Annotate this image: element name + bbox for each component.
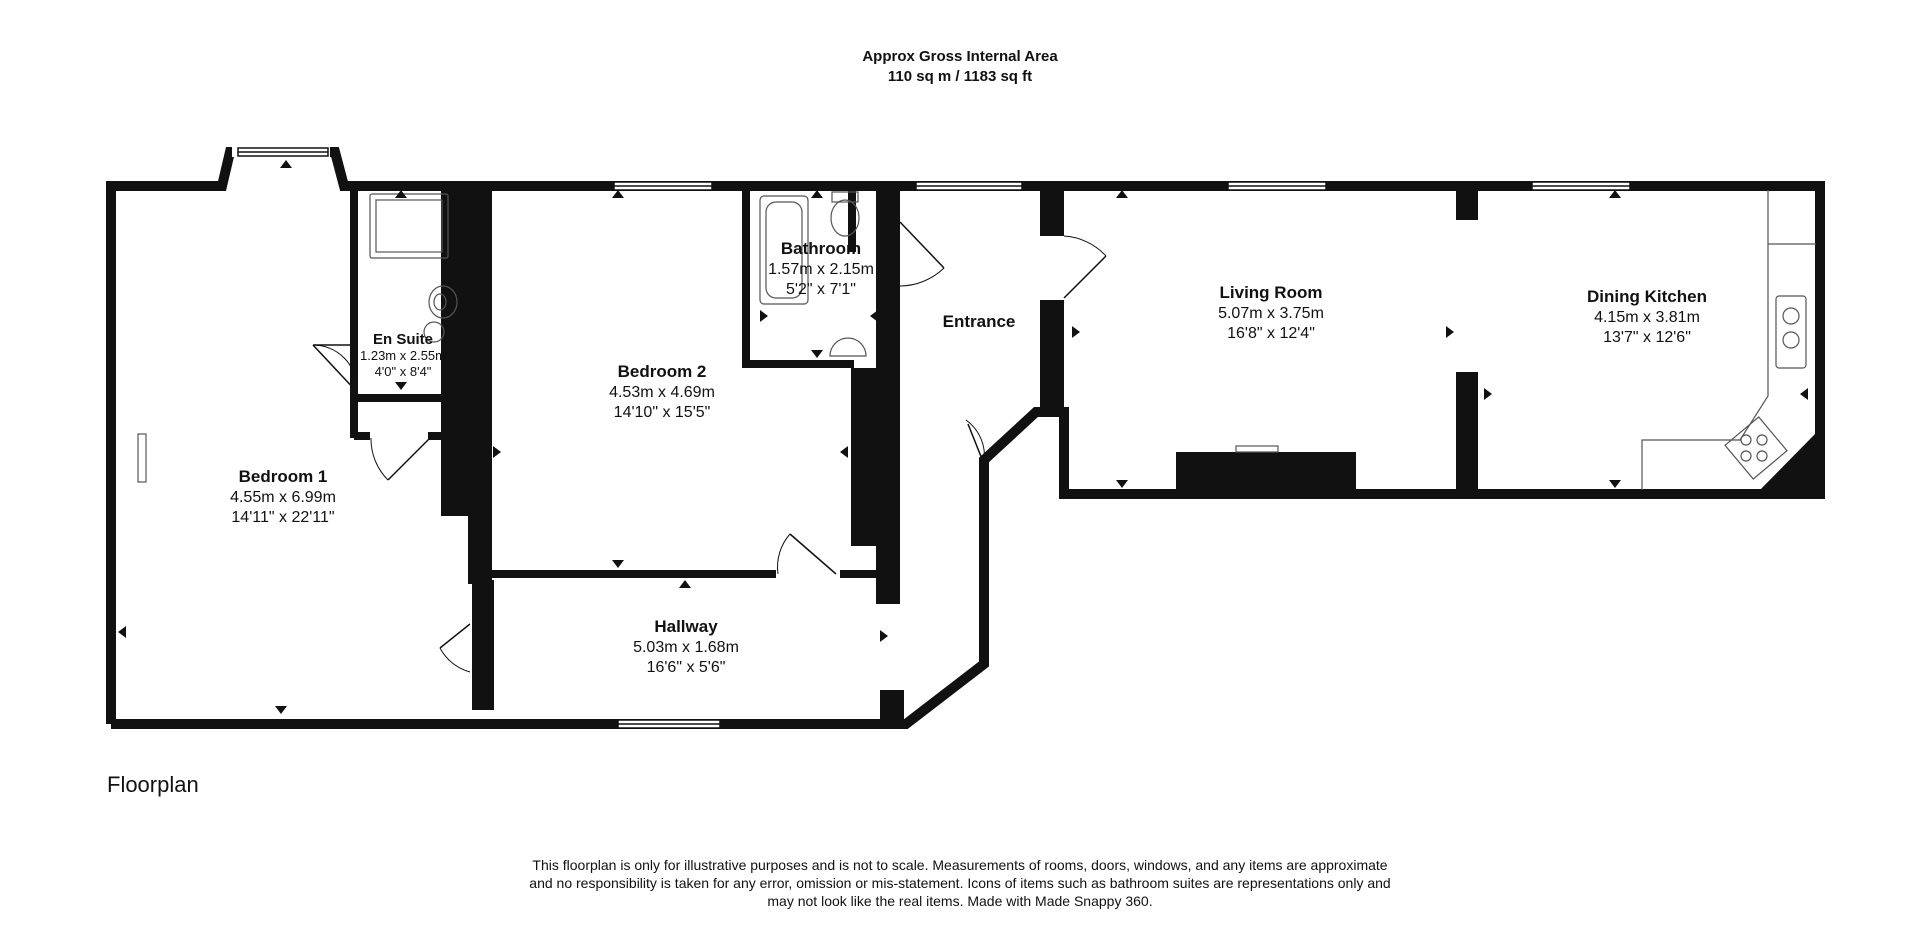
area-title: Approx Gross Internal Area bbox=[862, 48, 1058, 65]
living-imperial: 16'8" x 12'4" bbox=[1227, 325, 1315, 342]
room-kitchen: Dining Kitchen 4.15m x 3.81m 13'7" x 12'… bbox=[1587, 287, 1707, 346]
fixtures bbox=[137, 190, 1816, 490]
dimension-arrows bbox=[118, 160, 1808, 714]
room-bathroom: Bathroom 1.57m x 2.15m 5'2" x 7'1" bbox=[768, 239, 874, 298]
area-value: 110 sq m / 1183 sq ft bbox=[887, 68, 1033, 85]
room-bedroom1: Bedroom 1 4.55m x 6.99m 14'11" x 22'11" bbox=[230, 467, 336, 526]
room-entrance: Entrance bbox=[943, 312, 1016, 331]
wall-blocks bbox=[441, 186, 1815, 720]
ensuite-name: En Suite bbox=[373, 331, 433, 348]
internal-walls bbox=[350, 186, 880, 578]
ensuite-metric: 1.23m x 2.55m bbox=[360, 348, 446, 363]
bedroom2-imperial: 14'10" x 15'5" bbox=[614, 404, 711, 421]
bedroom1-name: Bedroom 1 bbox=[239, 467, 328, 486]
entrance-name: Entrance bbox=[943, 312, 1016, 331]
hallway-metric: 5.03m x 1.68m bbox=[633, 639, 739, 656]
hallway-name: Hallway bbox=[654, 617, 718, 636]
kitchen-name: Dining Kitchen bbox=[1587, 287, 1707, 306]
bathroom-metric: 1.57m x 2.15m bbox=[768, 261, 874, 278]
living-metric: 5.07m x 3.75m bbox=[1218, 305, 1324, 322]
outer-walls bbox=[106, 147, 1825, 729]
bathroom-name: Bathroom bbox=[781, 239, 861, 258]
plan-title: Floorplan bbox=[107, 772, 199, 797]
windows bbox=[237, 147, 1631, 729]
ensuite-imperial: 4'0" x 8'4" bbox=[375, 364, 432, 379]
room-living: Living Room 5.07m x 3.75m 16'8" x 12'4" bbox=[1218, 283, 1324, 342]
bedroom2-name: Bedroom 2 bbox=[618, 362, 707, 381]
room-ensuite: En Suite 1.23m x 2.55m 4'0" x 8'4" bbox=[360, 331, 446, 379]
room-hallway: Hallway 5.03m x 1.68m 16'6" x 5'6" bbox=[633, 617, 739, 676]
living-name: Living Room bbox=[1220, 283, 1323, 302]
disclaimer-line-1: This floorplan is only for illustrative … bbox=[532, 857, 1388, 873]
room-bedroom2: Bedroom 2 4.53m x 4.69m 14'10" x 15'5" bbox=[609, 362, 715, 421]
bedroom1-imperial: 14'11" x 22'11" bbox=[231, 509, 334, 526]
doors bbox=[312, 221, 1107, 673]
disclaimer-line-3: may not look like the real items. Made w… bbox=[767, 893, 1153, 909]
bedroom1-metric: 4.55m x 6.99m bbox=[230, 489, 336, 506]
hallway-imperial: 16'6" x 5'6" bbox=[647, 659, 726, 676]
bathroom-imperial: 5'2" x 7'1" bbox=[786, 281, 856, 298]
disclaimer-line-2: and no responsibility is taken for any e… bbox=[529, 875, 1391, 891]
bedroom2-metric: 4.53m x 4.69m bbox=[609, 384, 715, 401]
kitchen-imperial: 13'7" x 12'6" bbox=[1603, 329, 1691, 346]
kitchen-metric: 4.15m x 3.81m bbox=[1594, 309, 1700, 326]
